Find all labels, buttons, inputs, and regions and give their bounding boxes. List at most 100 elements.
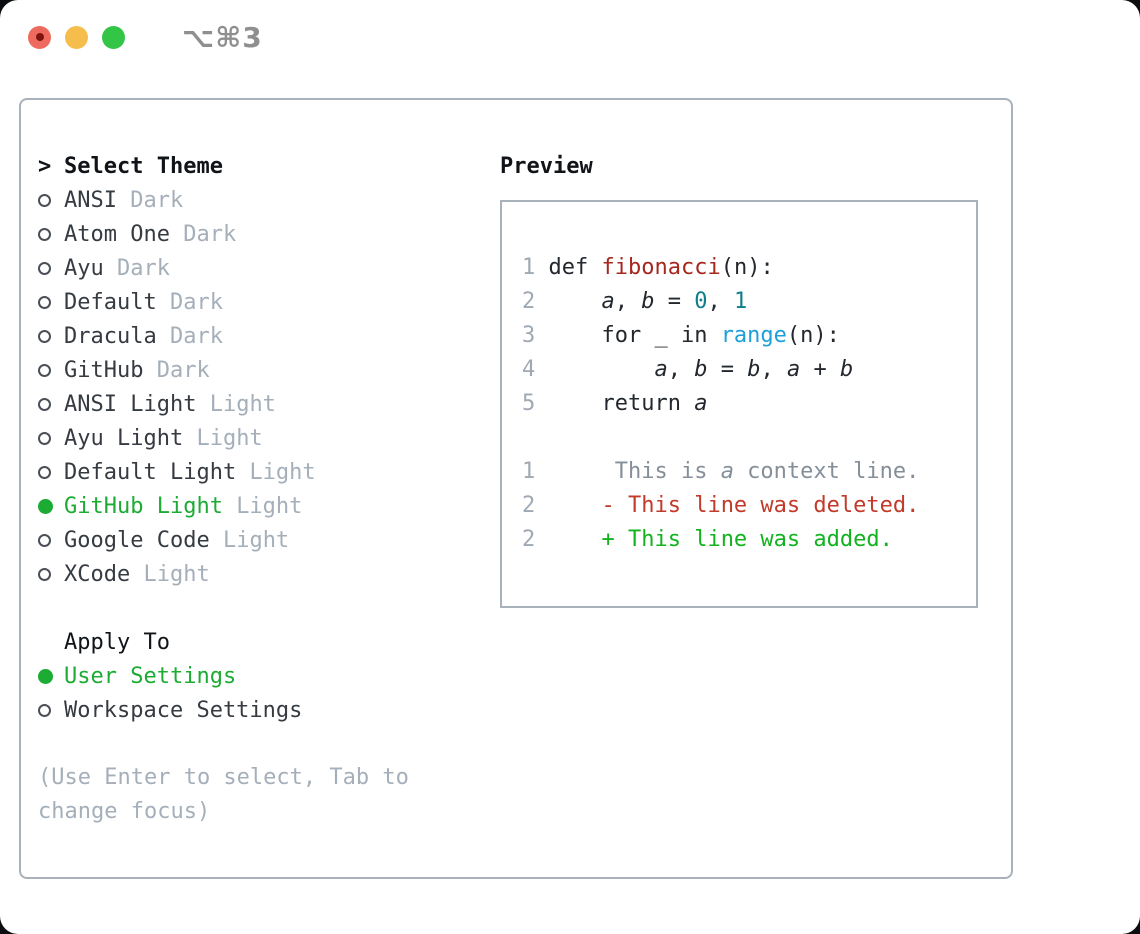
code-segment [549,357,655,382]
line-number: 2 [522,527,549,552]
code-segment: a [720,459,734,484]
theme-option[interactable]: Default Light Light [38,455,483,489]
theme-option[interactable]: Dracula Dark [38,319,483,353]
theme-name: Google Code [64,527,223,553]
line-number: 2 [522,493,549,518]
apply-option-label: Workspace Settings [64,697,303,723]
code-segment [549,493,602,518]
code-segment: b [694,357,708,382]
theme-name: GitHub Light [64,493,237,519]
preview-title: Preview [500,153,593,179]
line-number [522,425,535,450]
code-line: 1 This is a context line. [522,455,976,489]
apply-option-label: User Settings [64,663,237,689]
radio-icon [38,465,64,479]
code-segment: 0 [694,289,708,314]
code-segment: (n): [720,255,774,280]
theme-name: XCode [64,561,144,587]
code-segment: return [548,391,695,416]
line-number: 5 [522,391,549,416]
radio-icon [38,363,64,377]
zoom-button[interactable] [102,25,125,49]
apply-to-option[interactable]: Workspace Settings [38,693,483,727]
theme-option[interactable]: GitHub Light Light [38,489,483,523]
theme-variant: Light [236,493,303,519]
theme-name: Atom One [64,221,184,247]
radio-icon [38,261,64,275]
line-number: 3 [522,323,549,348]
code-segment: a [654,357,668,382]
code-segment: = [707,357,748,382]
select-theme-title: Select Theme [64,153,223,179]
apply-to-header: Apply To [38,625,483,659]
theme-option[interactable]: Google Code Light [38,523,483,557]
code-line: 4 a, b = b, a + b [522,353,976,387]
theme-option[interactable]: XCode Light [38,557,483,591]
code-segment: b [839,357,854,382]
theme-name: ANSI Light [64,391,210,417]
line-number: 1 [522,255,549,280]
code-segment: (n): [786,323,840,348]
minimize-button[interactable] [65,25,88,49]
code-line [522,421,976,455]
radio-icon [38,703,64,717]
code-segment: def [548,255,602,280]
line-number: 1 [522,459,549,484]
code-segment [549,527,602,552]
code-line: 2 + This line was added. [522,523,976,557]
theme-name: Default Light [64,459,250,485]
line-number: 2 [522,289,549,314]
preview-section: Preview 1 def fibonacci(n):2 a, b = 0, 1… [500,149,992,608]
code-segment: context line. [733,459,920,484]
theme-variant: Light [143,561,210,587]
theme-variant: Light [249,459,316,485]
theme-option[interactable]: Ayu Light Light [38,421,483,455]
radio-selected-icon [38,498,64,514]
theme-name: Ayu [64,255,117,281]
code-segment: = [654,289,695,314]
theme-variant: Dark [183,221,237,247]
radio-icon [38,329,64,343]
code-line: 1 def fibonacci(n): [522,251,976,285]
radio-icon [38,397,64,411]
code-segment: , [614,289,642,314]
theme-name: Ayu Light [64,425,197,451]
prompt-icon: > [38,153,52,179]
theme-name: Dracula [64,323,170,349]
code-segment: + [800,357,840,382]
theme-option[interactable]: ANSI Light Light [38,387,483,421]
theme-option[interactable]: ANSI Dark [38,183,483,217]
code-line: 5 return a [522,387,976,421]
code-segment: + This line was added. [601,527,893,552]
theme-option[interactable]: Default Dark [38,285,483,319]
code-segment: This is [548,459,721,484]
radio-icon [38,295,64,309]
code-segment: a [694,391,708,416]
theme-option[interactable]: GitHub Dark [38,353,483,387]
theme-variant: Dark [156,357,210,383]
theme-name: ANSI [64,187,131,213]
radio-icon [38,533,64,547]
theme-option[interactable]: Ayu Dark [38,251,483,285]
close-button[interactable] [28,25,51,49]
code-segment: , [760,357,787,382]
theme-variant: Dark [169,323,223,349]
code-segment: , [707,289,734,314]
radio-icon [38,193,64,207]
radio-icon [38,567,64,581]
code-line: 2 - This line was deleted. [522,489,976,523]
code-segment: b [747,357,761,382]
theme-variant: Dark [116,255,170,281]
apply-to-option[interactable]: User Settings [38,659,483,693]
theme-variant: Light [196,425,263,451]
code-segment: a [601,289,615,314]
code-line: 2 a, b = 0, 1 [522,285,976,319]
theme-option[interactable]: Atom One Dark [38,217,483,251]
